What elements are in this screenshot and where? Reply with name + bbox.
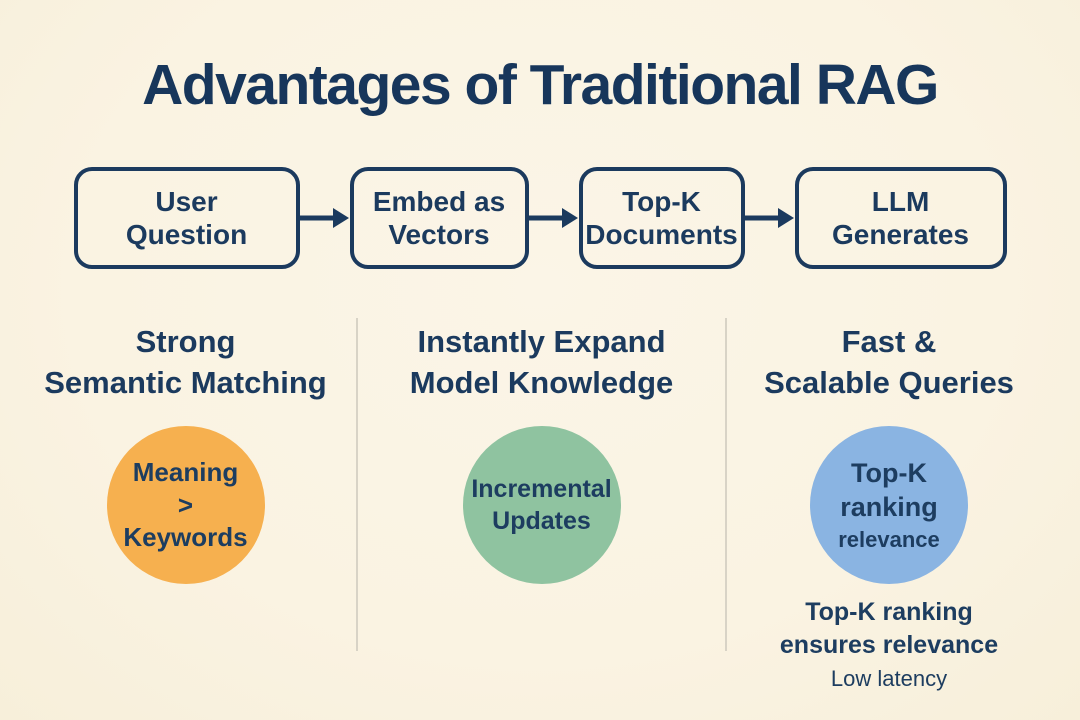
flow-diagram: User Question Embed as Vectors Top-K Doc…: [0, 167, 1080, 269]
column-scalable-queries: Fast & Scalable Queries Top-K ranking re…: [726, 322, 1080, 694]
arrow-right-icon: [744, 208, 794, 228]
circle-incremental-updates: Incremental Updates: [462, 426, 621, 584]
flow-step-embed-vectors: Embed as Vectors: [349, 167, 529, 269]
circle-label: Top-K ranking: [840, 457, 938, 522]
flow-step-user-question: User Question: [73, 167, 300, 269]
circle-topk-ranking: Top-K ranking relevance: [810, 426, 968, 584]
flow-step-topk-documents: Top-K Documents: [578, 167, 745, 269]
circle-label: Meaning > Keywords: [123, 457, 248, 553]
arrow-right-icon: [299, 208, 349, 228]
note-topk-relevance: Top-K ranking ensures relevance: [779, 598, 999, 659]
circle-sublabel: relevance: [838, 527, 940, 553]
page-title: Advantages of Traditional RAG: [142, 53, 939, 117]
note-low-latency: Low latency: [830, 666, 948, 691]
circle-meaning-keywords: Meaning > Keywords: [106, 426, 265, 584]
column-semantic-matching: Strong Semantic Matching Meaning > Keywo…: [0, 322, 357, 694]
arrow-right-icon: [528, 208, 578, 228]
column-divider: [356, 318, 358, 651]
flow-step-llm-generates: LLM Generates: [794, 167, 1007, 269]
column-heading: Fast & Scalable Queries: [764, 324, 1014, 400]
column-model-knowledge: Instantly Expand Model Knowledge Increme…: [357, 322, 726, 694]
advantage-columns: Strong Semantic Matching Meaning > Keywo…: [0, 322, 1080, 694]
column-divider: [725, 318, 727, 651]
column-heading: Instantly Expand Model Knowledge: [409, 324, 674, 400]
column-heading: Strong Semantic Matching: [44, 324, 327, 400]
circle-label: Incremental Updates: [471, 474, 612, 536]
